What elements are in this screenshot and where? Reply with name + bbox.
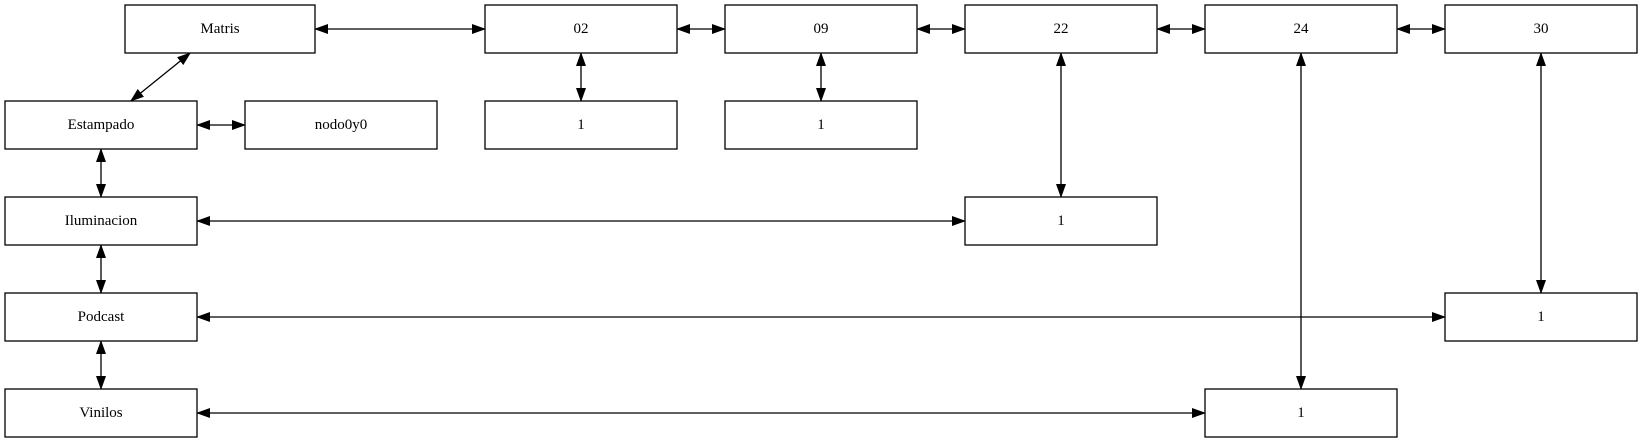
node-column-30-label: 30 xyxy=(1534,21,1549,37)
node-row-iluminacion-label: Iluminacion xyxy=(65,213,138,229)
node-column-09-label: 09 xyxy=(814,21,829,37)
node-row-estampado-label: Estampado xyxy=(68,117,135,133)
node-column-24[interactable]: 24 xyxy=(1204,4,1398,54)
edge-line xyxy=(129,52,192,102)
node-row-podcast-label: Podcast xyxy=(78,309,125,325)
node-column-30[interactable]: 30 xyxy=(1444,4,1638,54)
node-cell-podcast-30-label: 1 xyxy=(1537,309,1545,325)
edges-layer xyxy=(96,24,1546,418)
node-row-vinilos[interactable]: Vinilos xyxy=(4,388,198,438)
node-cell-iluminacion-22-label: 1 xyxy=(1057,213,1065,229)
node-cell-estampado-02-label: 1 xyxy=(577,117,585,133)
node-cell-estampado-09[interactable]: 1 xyxy=(724,100,918,150)
node-cell-vinilos-24-label: 1 xyxy=(1297,405,1305,421)
node-cell-vinilos-24[interactable]: 1 xyxy=(1204,388,1398,438)
node-cell-estampado-09-label: 1 xyxy=(817,117,825,133)
node-column-22-label: 22 xyxy=(1054,21,1069,37)
node-column-24-label: 24 xyxy=(1294,21,1310,37)
node-matris-label: Matris xyxy=(200,21,239,37)
node-row-iluminacion[interactable]: Iluminacion xyxy=(4,196,198,246)
node-column-02[interactable]: 02 xyxy=(484,4,678,54)
node-row-podcast[interactable]: Podcast xyxy=(4,292,198,342)
node-matris[interactable]: Matris xyxy=(124,4,316,54)
node-cell-podcast-30[interactable]: 1 xyxy=(1444,292,1638,342)
nodes-layer: Matris 02 09 22 24 30 Estampado I xyxy=(4,4,1638,438)
node-cell-iluminacion-22[interactable]: 1 xyxy=(964,196,1158,246)
node-column-02-label: 02 xyxy=(574,21,589,37)
node-row-vinilos-label: Vinilos xyxy=(79,405,122,421)
node-column-22[interactable]: 22 xyxy=(964,4,1158,54)
node-column-09[interactable]: 09 xyxy=(724,4,918,54)
edge-matris-to-row-estampado xyxy=(129,52,192,102)
node-cell-nodo0y0-label: nodo0y0 xyxy=(315,117,368,133)
node-cell-estampado-02[interactable]: 1 xyxy=(484,100,678,150)
node-cell-nodo0y0[interactable]: nodo0y0 xyxy=(244,100,438,150)
node-row-estampado[interactable]: Estampado xyxy=(4,100,198,150)
